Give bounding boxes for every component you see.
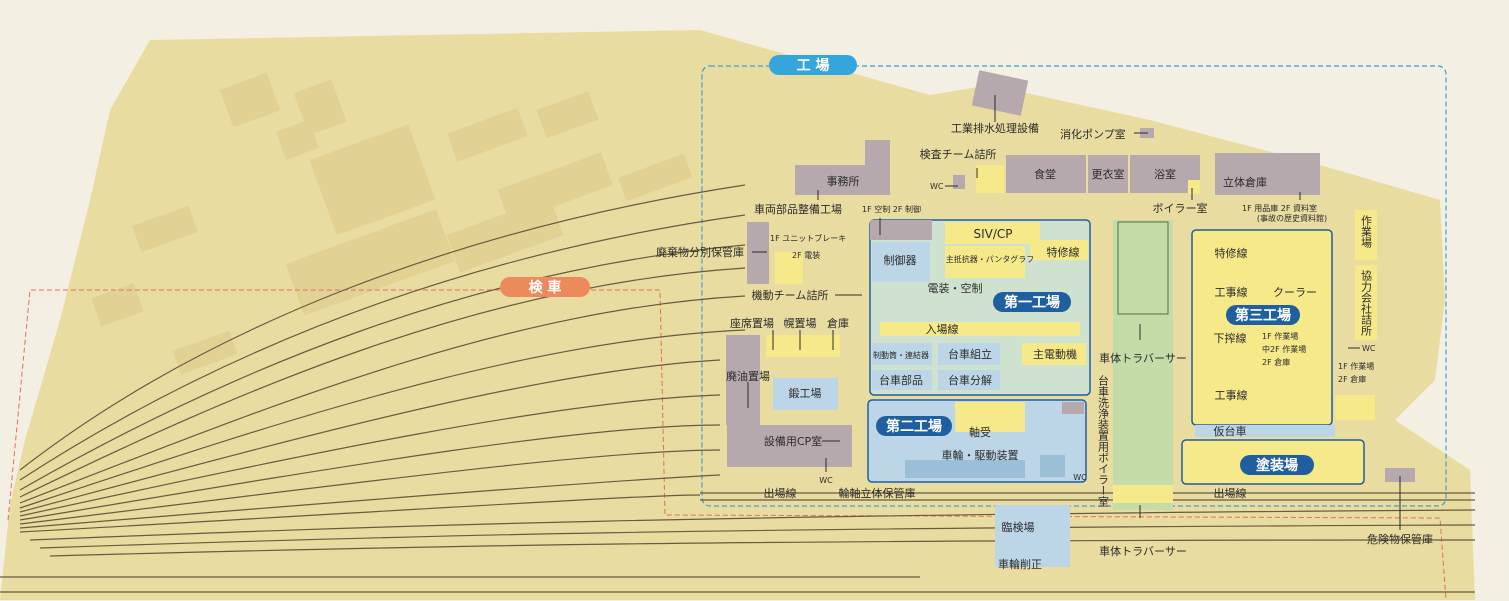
label-mobile-team: 機動チーム詰所 (752, 288, 829, 302)
third-plant-pill: 第三工場 (1226, 305, 1300, 325)
label-work-area-vertical: 作業場 (1360, 215, 1373, 249)
label-ac-control: 1F 空制 2F 制御 (862, 204, 921, 214)
label-wc-east: WC (1362, 344, 1376, 353)
label-controller: 制御器 (884, 253, 917, 267)
label-office: 事務所 (827, 174, 860, 188)
second-plant-area (867, 399, 1087, 483)
first-plant-area (869, 219, 1091, 396)
label-car-traverser-south: 車体トラバーサー (1099, 544, 1187, 558)
paint-shop-pill: 塗装場 (1240, 455, 1314, 475)
first-plant-pill: 第一工場 (993, 292, 1071, 312)
label-forge: 鍛工場 (789, 386, 822, 400)
leader-lines (747, 95, 1401, 530)
label-work-area-east-1f: 1F 作業場 (1338, 361, 1374, 371)
label-resistor: 主抵抗器・パンタグラフ (946, 254, 1034, 264)
label-work-line: 工事線 (1215, 285, 1248, 299)
third-plant-area (1181, 210, 1415, 485)
label-partners: 協力会社詰所 (1360, 270, 1373, 337)
label-equipment-cp: 設備用CP室 (764, 434, 822, 448)
label-temp-truck: 仮台車 (1214, 424, 1247, 438)
label-work-area-1f: 1F 作業場 (1262, 331, 1298, 341)
inspection-title: 検 車 (529, 279, 562, 296)
rail-tracks (0, 184, 1476, 593)
label-entry-line: 入場線 (926, 322, 959, 336)
inspection-boundary (7, 289, 1447, 601)
label-seat-store: 座席置場 (730, 316, 774, 330)
label-supplies: 1F 用品庫 2F 資料室 (1242, 203, 1317, 213)
label-siv: SIV/CP (973, 227, 1012, 241)
label-exit-line-east: 出場線 (1214, 486, 1247, 500)
label-main-motor: 主電動機 (1033, 347, 1077, 361)
label-fire-pump: 消化ポンプ室 (1060, 127, 1126, 141)
label-warehouse3d: 立体倉庫 (1223, 175, 1267, 189)
third-plant-title: 第三工場 (1235, 307, 1291, 324)
label-locker: 更衣室 (1092, 167, 1125, 181)
label-temp-inspection: 臨検場 (1002, 520, 1035, 534)
label-waste-storage: 廃棄物分別保管庫 (656, 245, 744, 259)
label-storage-2f: 2F 倉庫 (1262, 357, 1290, 367)
factory-boundary (701, 65, 1447, 507)
second-plant-title: 第二工場 (886, 418, 942, 435)
label-electrical-2f: 2F 電装 (792, 250, 820, 260)
west-buildings (726, 222, 852, 467)
label-inspection-team: 検査チーム詰所 (920, 147, 997, 161)
traverser-area (995, 220, 1173, 567)
label-cafeteria: 食堂 (1034, 167, 1056, 181)
label-work-area-m2f: 中2F 作業場 (1262, 344, 1306, 354)
label-wheel-drive: 車輪・駆動装置 (942, 448, 1019, 462)
label-canopy-store: 幌置場 (784, 316, 817, 330)
label-truck-wash-boiler: 台車洗浄装置用ボイラー室 (1097, 374, 1110, 507)
label-bath: 浴室 (1154, 167, 1176, 181)
label-truck-disassembly: 台車分解 (948, 373, 992, 387)
label-wc-north: WC (930, 182, 944, 191)
factory-title: 工 場 (797, 57, 830, 74)
label-boiler: ボイラー室 (1153, 201, 1208, 215)
north-buildings (795, 70, 1320, 195)
paint-shop-title: 塗装場 (1256, 457, 1298, 474)
label-exit-line: 出場線 (764, 486, 797, 500)
label-work-line-2: 工事線 (1215, 388, 1248, 402)
inspection-pill: 検 車 (500, 277, 590, 297)
label-car-traverser-north: 車体トラバーサー (1099, 351, 1187, 365)
label-wc-west: WC (819, 476, 833, 485)
factory-pill: 工 場 (769, 55, 857, 75)
facility-labels: 工業排水処理設備 消化ポンプ室 検査チーム詰所 事務所 WC 食堂 更衣室 浴室… (656, 121, 1433, 571)
label-truck-assembly: 台車組立 (948, 347, 992, 361)
label-hazmat: 危険物保管庫 (1367, 532, 1433, 546)
label-truck-parts: 台車部品 (879, 373, 923, 387)
label-wheel-lathe: 車輪削正 (998, 557, 1042, 571)
label-history: (事故の歴史資料館) (1257, 213, 1327, 223)
label-unit-brake: 1F ユニットブレーキ (770, 233, 846, 243)
label-storage: 倉庫 (827, 316, 849, 330)
label-parts-shop: 車両部品整備工場 (754, 202, 842, 216)
label-elec-ac: 電装・空制 (928, 281, 983, 295)
label-storage-east-2f: 2F 倉庫 (1338, 374, 1366, 384)
label-wc-second: WC (1073, 473, 1087, 482)
label-cooler: クーラー (1273, 286, 1317, 299)
label-special-repair: 特修線 (1047, 245, 1080, 259)
label-axle-storage: 輪軸立体保管庫 (839, 486, 916, 500)
first-plant-title: 第一工場 (1004, 294, 1060, 311)
label-lower-line: 下搾線 (1214, 331, 1247, 345)
label-wastewater: 工業排水処理設備 (951, 121, 1039, 135)
label-waste-oil: 廃油置場 (726, 369, 770, 383)
faint-buildings (91, 72, 693, 375)
label-coupler: 制動筒・連結器 (873, 350, 929, 360)
label-bearing: 軸受 (969, 425, 991, 439)
label-special-repair-3: 特修線 (1215, 246, 1248, 260)
second-plant-pill: 第二工場 (876, 416, 952, 436)
